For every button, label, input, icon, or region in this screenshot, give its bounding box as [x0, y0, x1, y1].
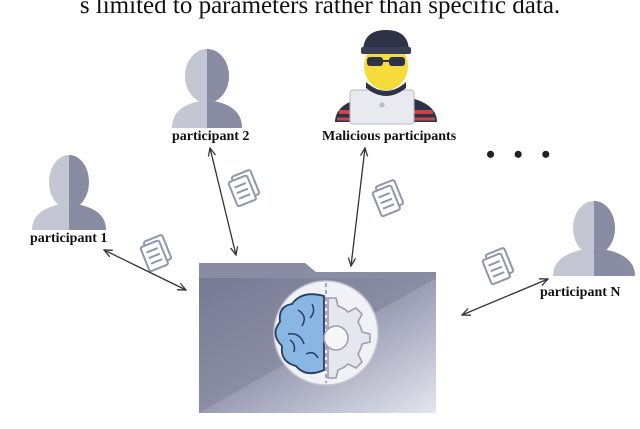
participant-1-label: participant 1: [30, 231, 108, 246]
caption-fragment: s limited to parameters rather than spec…: [79, 0, 561, 19]
arrow-participant-n: [462, 279, 548, 315]
participant-n-label: participant N: [540, 285, 621, 300]
person-icon: [553, 201, 635, 276]
arrow-participant-1: [104, 250, 186, 290]
document-icon: [371, 179, 405, 218]
more-participants-ellipsis: • • •: [486, 140, 557, 169]
hacker-icon: [335, 30, 437, 125]
malicious-participants-label: Malicious participants: [322, 129, 457, 144]
person-icon: [32, 155, 106, 230]
document-icon: [227, 169, 261, 208]
arrow-participant-2: [210, 148, 236, 255]
document-icon: [139, 234, 173, 273]
arrow-malicious: [351, 148, 365, 266]
brain-gear-icon: [273, 280, 379, 386]
participant-2-label: participant 2: [172, 129, 250, 144]
person-icon: [172, 49, 242, 128]
document-icon: [481, 247, 515, 286]
